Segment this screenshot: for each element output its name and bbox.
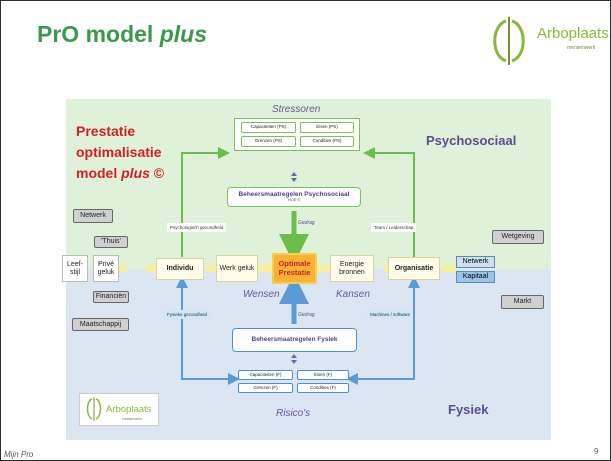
logo-brand-name: Arboplaats: [537, 25, 609, 42]
page-number: 9: [594, 447, 599, 456]
stress-capaciteiten-box: Capaciteiten (PS): [241, 122, 296, 133]
psychosociaal-label: Psychosociaal: [426, 133, 517, 148]
bottom-logo-container: [79, 393, 159, 426]
prive-geluk-box: Privé geluk: [93, 255, 119, 282]
maatschappij-box: Maatschappij: [72, 318, 129, 331]
slide-title-main: PrO model: [37, 21, 154, 47]
gedrag-label-top: Gedrag: [298, 220, 315, 226]
risicos-label: Risico's: [276, 408, 311, 419]
financien-box: Financiën: [93, 291, 129, 303]
slide-title-italic: plus: [159, 21, 207, 47]
copyright-symbol: ©: [153, 165, 165, 181]
kapitaal-box: Kapitaal: [456, 271, 495, 283]
bh-psy-title: Beheersmaatregelen Psychosociaal: [238, 191, 350, 199]
arboplaats-small-logo-icon: [86, 397, 102, 421]
energie-bronnen-box: Energie bronnen: [330, 255, 374, 282]
netwerk-left-box: Netwerk: [73, 209, 113, 223]
risk-capaciteiten-box: Capaciteiten (F): [238, 370, 293, 380]
beheersmaatregelen-psychosociaal-box: Beheersmaatregelen Psychosociaal 'HOE'S': [227, 187, 361, 207]
risk-grenzen-box: Grenzen (F): [238, 383, 293, 393]
model-title-line1: Prestatie: [76, 123, 136, 139]
model-red-title: Prestatie optimalisatie model plus ©: [76, 121, 196, 184]
psychologisch-gezondheid-label: Psychologisch gezondheid: [167, 223, 227, 232]
stress-eisen-box: Eisen (PS): [300, 122, 354, 133]
stress-condities-box: Condities (PS): [300, 136, 354, 147]
organisatie-box: Organisatie: [388, 257, 440, 280]
model-title-line3-prefix: model: [76, 165, 118, 181]
model-title-line3: model plus ©: [76, 163, 196, 184]
bh-fys-title: Beheersmaatregelen Fysiek: [251, 336, 338, 344]
model-title-line2: optimalisatie: [76, 144, 162, 160]
bh-psy-subtitle: 'HOE'S': [287, 197, 301, 203]
leefstijl-box: Leef-stijl: [62, 255, 88, 282]
machines-software-label: Machines / software: [367, 310, 414, 319]
footer-label: Mijn Pro: [4, 450, 34, 459]
netwerk-right-box: Netwerk: [456, 256, 495, 268]
markt-box: Markt: [501, 295, 544, 309]
fysiek-label: Fysiek: [448, 402, 489, 417]
stress-grenzen-box: Grenzen (PS): [241, 136, 296, 147]
fysieke-gezondheid-label: Fysieke gezondheid: [164, 310, 211, 319]
model-title-line3-italic: plus: [121, 165, 150, 181]
thuis-box: 'Thuis': [94, 236, 128, 248]
slide-title: PrO model plus: [37, 21, 207, 48]
risk-eisen-box: Eisen (F): [297, 370, 349, 380]
pro-model-diagram: Prestatie optimalisatie model plus © Psy…: [62, 99, 551, 440]
kansen-label: Kansen: [336, 289, 370, 300]
werk-geluk-box: Werk geluk: [216, 255, 258, 282]
logo-tagline: mensenwerk: [567, 45, 596, 51]
bottom-logo-tagline: mensenwerk: [122, 417, 142, 421]
arboplaats-logo-icon: [493, 17, 525, 65]
wetgeving-box: Wetgeving: [492, 230, 544, 244]
risk-condities-box: Condities (F): [297, 383, 349, 393]
bottom-logo-name: Arboplaats: [106, 404, 152, 415]
optimale-prestatie-box: Optimale Prestatie: [272, 253, 317, 284]
beheersmaatregelen-fysiek-box: Beheersmaatregelen Fysiek: [232, 328, 357, 352]
gedrag-label-bottom: Gedrag: [298, 312, 315, 318]
stressoren-label: Stressoren: [272, 104, 321, 115]
wensen-label: Wensen: [243, 289, 280, 300]
individu-box: Individu: [156, 258, 204, 280]
team-leiderschap-label: Team / Leiderschap: [371, 223, 417, 232]
